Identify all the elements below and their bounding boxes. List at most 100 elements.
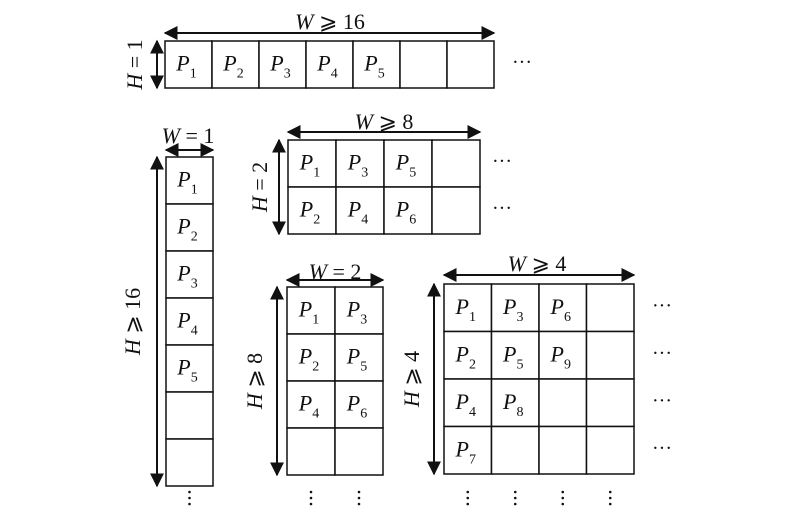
grid-cell: [165, 438, 214, 487]
grid-cell: P1: [165, 156, 214, 205]
grid-cell: [585, 283, 635, 333]
grid-cell: [431, 186, 481, 235]
grid-cell: P4: [165, 297, 214, 346]
grid-cell: P2: [165, 203, 214, 252]
cell-label: P2: [176, 214, 197, 245]
cell-label: P3: [176, 261, 197, 292]
column-ellipsis: [309, 490, 313, 506]
cell-box: [165, 438, 214, 487]
cell-label: P1: [175, 51, 196, 82]
cell-label: P4: [176, 308, 197, 339]
cell-label: P6: [395, 197, 416, 228]
cell-box: [165, 344, 214, 393]
cell-label: P4: [316, 51, 337, 82]
cell-label: P1: [299, 150, 320, 181]
grid-cell: P5: [334, 333, 384, 382]
grid-cell: P7: [443, 425, 493, 475]
cell-box: [165, 391, 214, 440]
cell-box: [538, 283, 588, 333]
grid-cell: [399, 40, 448, 89]
cell-box: [585, 330, 635, 380]
grid-cell: P3: [490, 283, 540, 333]
cell-label: P6: [346, 391, 367, 422]
height-label: H = 2: [247, 162, 272, 213]
grid-cell: P2: [286, 333, 336, 382]
width-label: W ⩾ 8: [355, 109, 414, 134]
grid-cell: P1: [287, 139, 337, 188]
grid-cell: [538, 378, 588, 428]
cell-box: [286, 333, 336, 382]
grid-cell: [165, 391, 214, 440]
cell-label: P3: [347, 150, 368, 181]
cell-box: [165, 297, 214, 346]
cell-label: P8: [502, 389, 523, 420]
cell-label: P2: [222, 51, 243, 82]
cell-box: [286, 286, 336, 335]
cell-label: P5: [346, 344, 367, 375]
width-label: W = 1: [162, 123, 215, 148]
grid-cell: P3: [335, 139, 385, 188]
grid-cell: P6: [538, 283, 588, 333]
grid-cell: P1: [443, 283, 493, 333]
column-ellipsis: [513, 490, 517, 506]
cell-box: [585, 378, 635, 428]
height-label: H ⩾ 16: [120, 288, 145, 356]
row-ellipsis: ···: [492, 151, 512, 173]
grid-cell: P3: [334, 286, 384, 335]
cell-box: [211, 40, 260, 89]
width-label: W ⩾ 4: [508, 251, 567, 276]
grid-cell: [538, 425, 588, 475]
column-ellipsis: [357, 490, 361, 506]
cell-box: [446, 40, 495, 89]
grid-cell: P6: [334, 380, 384, 429]
cell-box: [352, 40, 401, 89]
cell-label: P1: [298, 297, 319, 328]
cell-label: P1: [455, 294, 476, 325]
width-label: W ⩾ 16: [295, 9, 365, 34]
cell-box: [490, 425, 540, 475]
grid-cell: P8: [490, 378, 540, 428]
cell-label: P9: [550, 341, 571, 372]
grid-cell: P1: [164, 40, 213, 89]
cell-box: [335, 139, 385, 188]
grid-cell: P6: [383, 186, 433, 235]
cell-box: [431, 139, 481, 188]
cell-box: [286, 380, 336, 429]
cell-box: [538, 425, 588, 475]
cell-label: P2: [455, 341, 476, 372]
cell-box: [585, 425, 635, 475]
cell-box: [490, 330, 540, 380]
cell-box: [383, 186, 433, 235]
cell-label: P4: [347, 197, 368, 228]
grid-cell: [286, 427, 336, 476]
grid-cell: P3: [165, 250, 214, 299]
height-label: H ⩾ 8: [242, 353, 267, 410]
cell-box: [383, 139, 433, 188]
column-ellipsis: [561, 490, 565, 506]
cell-label: P3: [269, 51, 290, 82]
cell-label: P5: [176, 355, 197, 386]
cell-label: P2: [298, 344, 319, 375]
cell-box: [443, 330, 493, 380]
grid-cell: P5: [165, 344, 214, 393]
grid-cell: [431, 139, 481, 188]
cell-box: [538, 378, 588, 428]
grid-cell: P5: [383, 139, 433, 188]
cell-box: [334, 286, 384, 335]
grid-cell: P2: [287, 186, 337, 235]
grid-cell: P4: [335, 186, 385, 235]
row-ellipsis: ···: [512, 52, 532, 74]
row-ellipsis: ···: [492, 198, 512, 220]
grid-cell: [585, 330, 635, 380]
cell-box: [165, 250, 214, 299]
grid-cell: P1: [286, 286, 336, 335]
cell-label: P2: [299, 197, 320, 228]
cell-label: P1: [176, 167, 197, 198]
cell-box: [399, 40, 448, 89]
